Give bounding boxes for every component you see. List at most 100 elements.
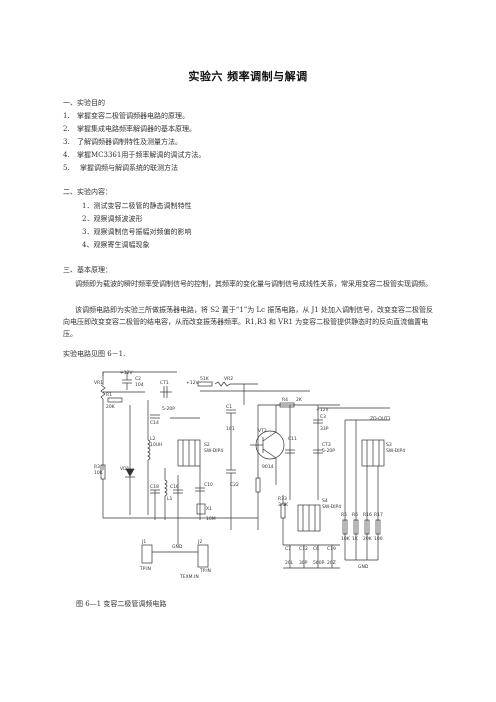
s4-type: SW-DIP4 [322,504,341,510]
c2-value: 104 [135,382,144,388]
c19-label: C19 [327,546,336,552]
list-item: 4.掌握MC3361用于频率解调的调试方法。 [63,151,206,159]
r33-label: R33 [278,496,287,502]
c2-label: C2 [135,376,141,382]
r5b-resistor [342,519,348,535]
c22-label: C22 [230,482,239,488]
j1-connector [141,544,153,564]
list-item: 2.掌握集成电路频率解调器的基本原理。 [63,125,196,133]
j2-connector [197,544,209,568]
r5-label: 51K [200,376,210,382]
vd1-label: VD1 [120,466,130,472]
r2-value: 2K [296,397,303,403]
l1-label: L1 [167,496,173,502]
list-item: 3.了解调频器调制特性及测量方法。 [63,138,182,146]
vr1-resistor [100,384,106,400]
list-item: 2．观察调频波波形 [82,215,143,223]
r1-resistor [107,397,123,403]
r33-value: 3.3K [278,502,289,508]
r-bank-label-0: R5 [341,512,347,518]
r-bank-label-2: R16 [363,512,372,518]
r17-resistor [375,519,381,535]
vr2-resistor [214,381,231,387]
x1-value: 10M [206,516,216,522]
c11-label: C11 [288,436,297,442]
r3-value: 10K [94,470,104,476]
vcc-left-label: +12V [120,370,133,376]
s3-type: SW-DIP4 [386,448,405,454]
vr2-label: VR2 [224,376,233,382]
r-bank-label-3: R17 [374,512,383,518]
list-item: 4、观察寄生调幅现象 [82,241,150,249]
s2-switch [177,439,201,467]
c19-value: 20Z [327,560,336,566]
j2-pin-label-1: TEXM.IN [179,574,199,580]
gnd-label-left: GND [172,544,183,550]
l2-inductor [147,439,151,461]
c6-value: 560P [313,560,325,566]
j2-label: J2 [197,539,202,545]
ct3-value: 5-20P [322,448,335,454]
c12-label: C12 [299,546,308,552]
section3-heading: 三、基本原理： [63,266,112,274]
c18-label: C18 [150,484,159,490]
section1-heading: 一、实验目的 [63,99,105,107]
r33-resistor [280,503,286,519]
c7-value: 20L [285,560,294,566]
x1-label: X1 [206,506,212,512]
r1-label: R1 [106,392,112,398]
r2-resistor [279,402,295,408]
r1-value: 20K [106,404,116,410]
r-bank-value-0: 10K [341,536,351,542]
vt2-label: VT2 [258,428,267,434]
s3-label: S3 [386,442,392,448]
r3-resistor [100,464,106,480]
vd1-diode [125,468,135,477]
section2-heading: 二、实验内容： [63,188,112,196]
ct1-label: CT1 [160,380,169,386]
principle-paragraph-1: 调频即为载波的瞬时频率受调制信号的控制，其频率的变化量与调制信号成线性关系，常采… [75,280,432,288]
s3-switch [361,439,385,467]
c3-label: C3 [320,414,326,420]
r-bank-value-3: 100 [374,536,383,542]
circuit-labels: +12V +12V +12V VR1 R1 20K R3 10K VD1 C2 … [94,370,405,580]
list-item: 3．观察调制信号振幅对频偏的影响 [82,228,192,236]
l2-label: L2 [150,436,156,442]
vcc-mid-label: +12V [186,380,199,386]
vt2-type: 9014 [262,464,274,470]
circuit-note: 实验电路见图 6－1. [63,350,126,358]
wire [102,371,177,376]
page-title: 实验六 频率调制与解调 [188,70,308,83]
vcc-right-label: +12V [316,407,329,413]
gnd-label-right: GND [358,564,369,570]
ct1-value: 5-20P [162,406,175,412]
c14-label: C14 [150,420,159,426]
vt2-transistor [262,448,277,459]
list-item: 1．测试变容二极管的静态调制特性 [82,202,192,210]
x1-crystal [196,503,206,515]
r-bank-value-2: 20K [363,536,373,542]
c3-value: 33P [320,426,329,432]
s2-label: S2 [204,442,210,448]
list-item: 1.掌握变容二极管调频器电路的原理。 [63,112,189,120]
s4-label: S4 [322,498,328,504]
c1-value: 101 [226,426,235,432]
r22-resistor [255,477,261,493]
principle-paragraph-2: 该调频电路即为实验三所做振荡器电路，将 S2 置于“1”为 Lc 振荡电路，从 … [63,306,434,338]
j1-pin-label: TP.IN [139,566,151,572]
c6-label: C6 [313,546,319,552]
vr1-label: VR1 [94,380,103,386]
c1-label: C1 [226,404,232,410]
vt2-transistor [262,431,277,442]
vt2-transistor [255,430,285,460]
ct3-label: CT3 [322,442,331,448]
j1-label: J1 [141,539,146,545]
l2-value: 10UH [150,442,162,448]
r3-label: R3 [94,464,100,470]
c12-value: 30P [299,560,308,566]
s2-type: SW-DIP4 [204,448,223,454]
s4-switch [297,504,321,532]
c16-label: C16 [170,484,179,490]
j2-pin-label-2: TP.IN [199,568,211,574]
r4-label: R4 [282,397,288,403]
